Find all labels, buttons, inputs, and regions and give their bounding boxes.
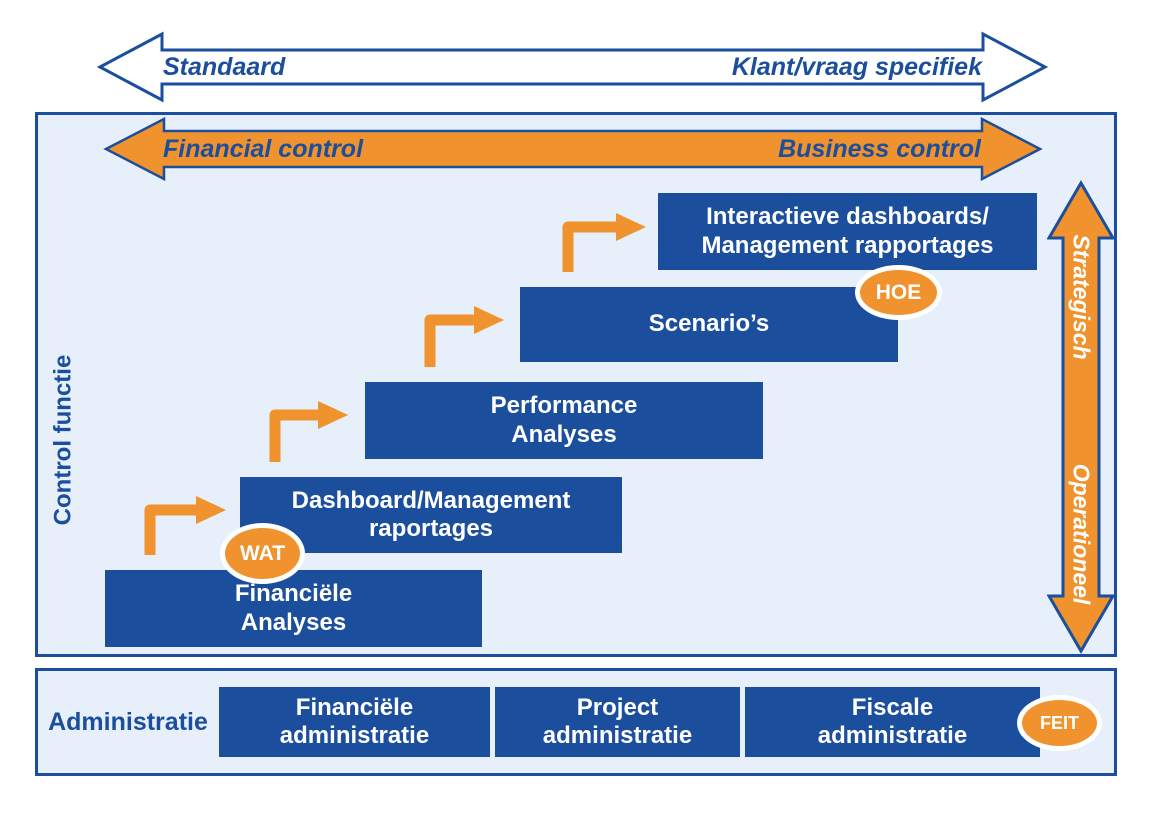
step-scenarios: Scenario’s <box>520 287 898 362</box>
step-interactieve-dashboards: Interactieve dashboards/ Management rapp… <box>658 193 1037 270</box>
wat-badge: WAT <box>220 523 305 584</box>
feit-badge: FEIT <box>1017 695 1102 751</box>
box-project-administratie: Project administratie <box>495 687 740 757</box>
standaard-specifiek-axis: Standaard Klant/vraag specifiek <box>95 30 1050 104</box>
box-fiscale-administratie: Fiscale administratie <box>745 687 1040 757</box>
financial-business-control-axis: Financial control Business control <box>103 117 1043 181</box>
klant-vraag-specifiek-label: Klant/vraag specifiek <box>731 52 982 81</box>
strategisch-operationeel-axis: Strategisch Operationeel <box>1047 180 1115 654</box>
operationeel-label: Operationeel <box>1068 463 1095 605</box>
double-arrow-orange-icon <box>103 117 1043 181</box>
control-functie-axis-label: Control functie <box>49 354 76 526</box>
strategisch-label: Strategisch <box>1068 234 1095 360</box>
financial-control-label: Financial control <box>163 134 364 163</box>
step-performance-analyses: Performance Analyses <box>365 382 763 459</box>
step-financiele-analyses: Financiële Analyses <box>105 570 482 647</box>
step-dashboard-management-raportages: Dashboard/Management raportages <box>240 477 622 553</box>
hoe-badge: HOE <box>855 265 942 320</box>
double-arrow-outline-icon <box>96 31 1049 103</box>
administratie-label: Administratie <box>48 707 208 736</box>
business-control-label: Business control <box>778 134 981 163</box>
box-financiele-administratie: Financiële administratie <box>219 687 490 757</box>
vertical-double-arrow-icon <box>1047 180 1115 654</box>
standaard-label: Standaard <box>163 52 286 81</box>
